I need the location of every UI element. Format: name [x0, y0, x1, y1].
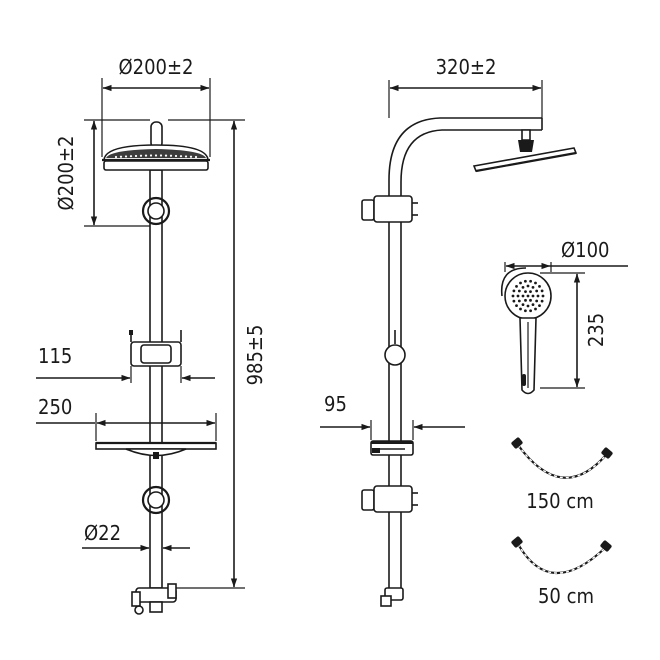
soap-shelf — [95, 441, 217, 459]
shelf-side — [370, 440, 414, 456]
slider-knob-side — [384, 344, 406, 366]
side-view: 320±2 95 — [320, 55, 578, 607]
hose-150: 150 cm — [511, 437, 613, 513]
riser-pipe — [149, 169, 163, 589]
rain-head-side — [472, 129, 578, 173]
head-diameter-side-label: Ø200±2 — [54, 135, 78, 210]
diverter-valve — [131, 583, 177, 615]
hand-shower-length-label: 235 — [584, 313, 608, 347]
hose-50-curve — [517, 543, 606, 575]
hose-50: 50 cm — [511, 536, 612, 608]
total-height-label: 985±5 — [243, 325, 267, 386]
lower-holder-side — [361, 485, 418, 513]
upper-holder-side — [361, 195, 418, 223]
hand-shower-diameter-label: Ø100 — [561, 238, 610, 262]
riser-arm-inner — [400, 129, 542, 590]
shelf-depth-label: 95 — [324, 392, 347, 416]
head-diameter-top-label: Ø200±2 — [118, 55, 193, 79]
upper-ring-holder — [141, 196, 171, 226]
hand-shower: Ø100 235 — [500, 238, 628, 395]
rain-shower-head — [102, 144, 210, 171]
hose-150-label: 150 cm — [526, 489, 593, 513]
shelf-width-label: 250 — [38, 395, 72, 419]
arm-length-label: 320±2 — [436, 55, 497, 79]
hand-shower-slider — [129, 330, 182, 367]
front-view: Ø200±2 Ø200±2 985±5 115 250 Ø22 — [36, 55, 267, 615]
pipe-diameter-label: Ø22 — [84, 521, 121, 545]
hose-50-label: 50 cm — [538, 584, 594, 608]
head-connector — [150, 121, 163, 149]
riser-arm-outer — [388, 117, 542, 590]
lower-ring-holder — [141, 485, 171, 515]
valve-side — [380, 587, 404, 607]
holder-depth-label: 115 — [38, 344, 72, 368]
